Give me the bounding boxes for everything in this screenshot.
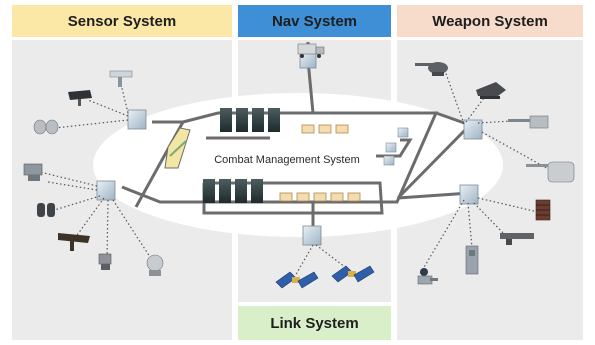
sensor-node-bottom (96, 180, 116, 201)
link-system-header: Link System (238, 306, 391, 340)
launcher-rail-icon (500, 233, 534, 245)
weapon-system-header: Weapon System (397, 5, 583, 37)
sensor-system-header: Sensor System (12, 5, 232, 37)
nav-system-header: Nav System (238, 5, 391, 37)
switch-box (385, 142, 397, 153)
radar-antenna-icon (109, 70, 133, 87)
switch-box (397, 127, 409, 138)
server-box (335, 124, 349, 134)
torpedo-rack-icon (535, 199, 551, 221)
gun-sight-icon (58, 233, 90, 251)
satellite-right-icon (331, 265, 375, 283)
radar-dome-icon (146, 254, 164, 276)
solar-panel-radar-icon (68, 90, 92, 106)
switch-stack (383, 127, 409, 166)
sensor-node-top (127, 109, 147, 130)
ciws-gun-icon (417, 268, 438, 285)
dish-antenna-icon (23, 163, 43, 181)
sensor-system-title: Sensor System (67, 12, 177, 30)
cms-label: Combat Management System (214, 154, 360, 166)
server-box (330, 192, 344, 202)
console-unit (203, 179, 215, 203)
console-unit (236, 108, 248, 132)
naval-gun-icon (526, 161, 575, 183)
gps-receiver-truck-icon (297, 43, 325, 58)
vertical-launch-cell-icon (465, 245, 479, 275)
server-box (301, 124, 315, 134)
weapon-node-top (463, 119, 483, 140)
satellite-left-icon (275, 271, 319, 289)
console-unit (235, 179, 247, 203)
server-box (313, 192, 327, 202)
cms-console-panel (164, 127, 191, 169)
console-unit (268, 108, 280, 132)
server-box (318, 124, 332, 134)
server-group-top (301, 124, 349, 134)
server-box (347, 192, 361, 202)
sonar-pod-icon (33, 119, 59, 135)
console-group-top (220, 108, 280, 132)
binocular-sensor-icon (37, 203, 55, 217)
console-unit (251, 179, 263, 203)
link-node (302, 225, 322, 246)
server-group-bottom (279, 192, 361, 202)
turret-gun-icon (415, 62, 448, 76)
server-box (296, 192, 310, 202)
console-group-bottom (203, 179, 263, 203)
weapon-system-title: Weapon System (432, 12, 548, 30)
missile-launcher-icon (476, 82, 506, 99)
weapon-node-bottom (459, 184, 479, 205)
console-unit (220, 108, 232, 132)
switch-box (383, 155, 395, 166)
cannon-mount-icon (508, 115, 549, 129)
server-box (279, 192, 293, 202)
console-unit (252, 108, 264, 132)
nav-system-title: Nav System (271, 12, 358, 30)
device-links (39, 67, 551, 277)
console-unit (219, 179, 231, 203)
camera-tripod-icon (98, 253, 112, 270)
link-system-title: Link System (270, 314, 359, 332)
